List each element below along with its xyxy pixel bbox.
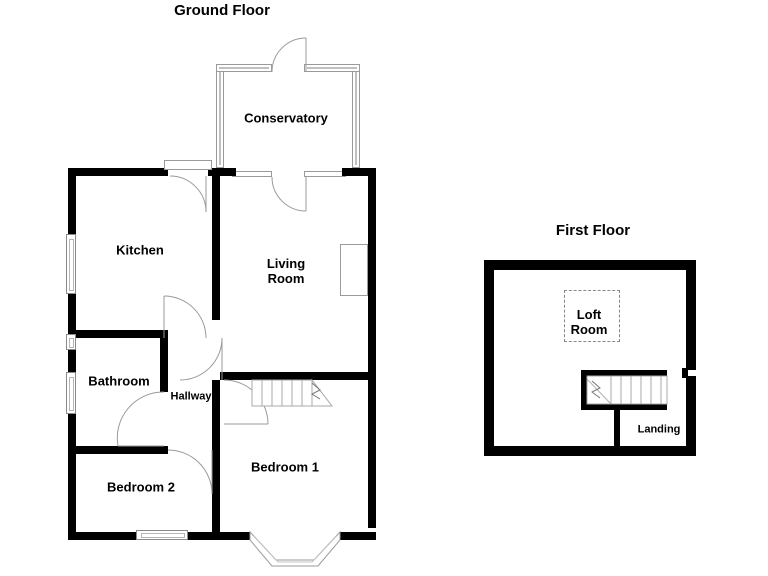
door-swing-kitchen-hallway bbox=[163, 295, 207, 339]
room-label-loft-room-line1: Loft bbox=[576, 307, 602, 322]
door-swing-bathroom bbox=[116, 391, 165, 447]
window-bathroom-upper bbox=[66, 334, 76, 350]
landing-divider-wall bbox=[614, 410, 620, 450]
door-swing-hallway-living bbox=[179, 337, 223, 381]
room-label-loft-room-line2: Room bbox=[570, 322, 608, 337]
staircase-first-floor bbox=[586, 375, 668, 405]
door-frame-kitchen-exterior bbox=[164, 160, 212, 170]
room-label-loft-room: Loft Room bbox=[571, 307, 608, 337]
internal-wall-bathroom-bedroom2 bbox=[68, 446, 168, 454]
conservatory-wall-top-right-mullion bbox=[307, 67, 357, 69]
stairwell-wall-bottom bbox=[581, 404, 667, 410]
stairwell-wall-left bbox=[581, 370, 587, 410]
window-bedroom-2 bbox=[136, 530, 188, 540]
room-label-bathroom: Bathroom bbox=[88, 373, 150, 389]
door-swing-conservatory-top bbox=[271, 37, 307, 73]
stair-bottom-step-ground bbox=[252, 400, 290, 406]
room-label-living-room: Living Room bbox=[267, 256, 305, 286]
room-label-conservatory: Conservatory bbox=[244, 110, 328, 126]
fireplace-recess-living-room bbox=[340, 244, 368, 296]
internal-wall-kitchen-living bbox=[212, 168, 220, 320]
conservatory-door-opening-right bbox=[304, 171, 346, 177]
exterior-wall-left-2 bbox=[68, 294, 76, 334]
conservatory-door-opening-left bbox=[232, 171, 272, 177]
internal-wall-living-bedroom1 bbox=[220, 372, 368, 380]
stairwell-wall-top bbox=[581, 370, 667, 376]
window-kitchen-left bbox=[66, 234, 76, 294]
internal-wall-hallway-bedroom1 bbox=[212, 380, 220, 540]
room-label-bedroom-2: Bedroom 2 bbox=[107, 479, 175, 495]
exterior-wall-bottom-right bbox=[340, 532, 376, 540]
bay-window-bedroom-1 bbox=[249, 530, 341, 567]
first-floor-wall-left bbox=[484, 260, 494, 456]
internal-wall-kitchen-bathroom bbox=[68, 330, 164, 338]
exterior-wall-top-mid bbox=[208, 168, 236, 176]
exterior-wall-top-right bbox=[342, 168, 376, 176]
room-label-kitchen: Kitchen bbox=[116, 242, 164, 258]
door-swing-conservatory-bottom bbox=[271, 176, 307, 212]
exterior-wall-top-left bbox=[68, 168, 168, 176]
first-floor-wall-bottom bbox=[484, 446, 696, 456]
room-label-living-room-line1: Living bbox=[266, 256, 306, 271]
exterior-wall-left-3 bbox=[68, 350, 76, 372]
conservatory-wall-left-mullion bbox=[219, 67, 221, 165]
loft-room-dashed-outline bbox=[564, 290, 620, 342]
room-label-hallway: Hallway bbox=[170, 390, 212, 403]
first-floor-wall-right-lower bbox=[686, 376, 696, 456]
internal-wall-bathroom-hallway bbox=[160, 330, 168, 392]
room-label-landing: Landing bbox=[637, 423, 681, 436]
first-floor-wall-nib-right bbox=[682, 368, 688, 378]
exterior-wall-right bbox=[368, 168, 376, 528]
exterior-wall-bottom-left bbox=[68, 532, 136, 540]
first-floor-title: First Floor bbox=[555, 222, 631, 239]
room-label-bedroom-1: Bedroom 1 bbox=[251, 459, 319, 475]
door-swing-kitchen-exterior bbox=[169, 175, 207, 213]
room-label-living-room-line2: Room bbox=[267, 271, 305, 286]
window-bathroom-lower bbox=[66, 372, 76, 414]
ground-floor-title: Ground Floor bbox=[174, 2, 270, 19]
exterior-wall-left-4 bbox=[68, 414, 76, 540]
first-floor-wall-top bbox=[484, 260, 696, 270]
conservatory-wall-right-mullion bbox=[355, 67, 357, 165]
exterior-wall-left-1 bbox=[68, 168, 76, 234]
conservatory-wall-top-left-mullion bbox=[219, 67, 269, 69]
first-floor-wall-right-upper bbox=[686, 260, 696, 370]
